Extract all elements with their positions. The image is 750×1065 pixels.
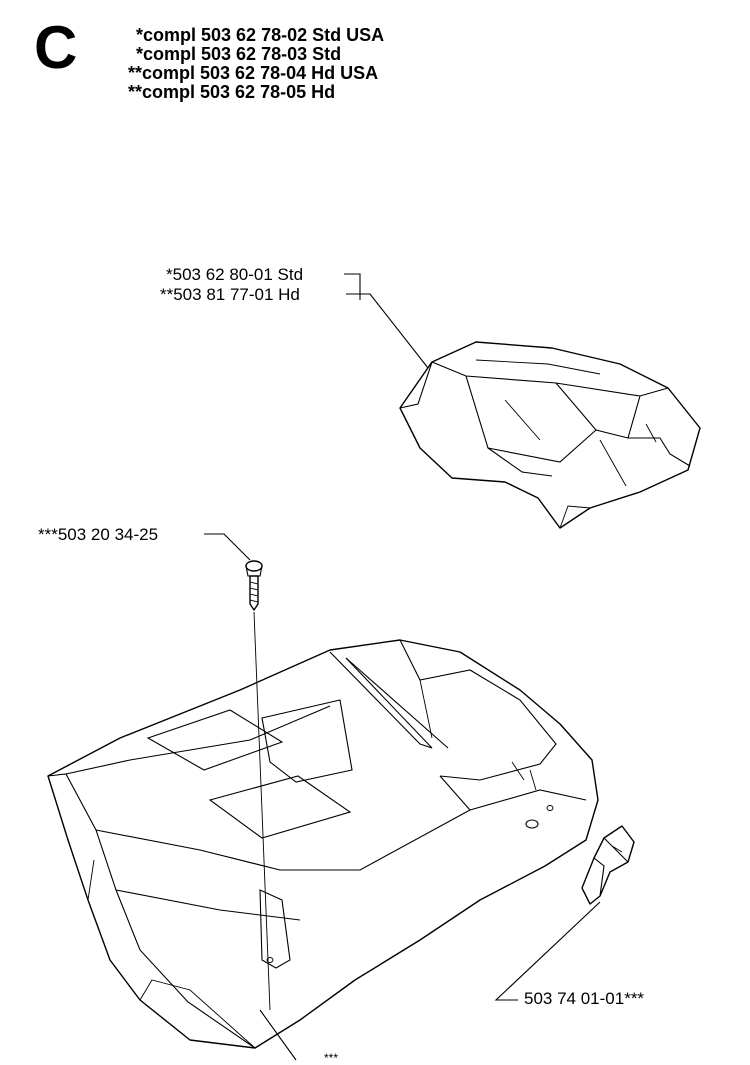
- kit-item: **compl 503 62 78-05 Hd: [128, 82, 336, 102]
- cylinder-cover-illustration: [47, 639, 599, 1049]
- kit-item: **compl 503 62 78-04 Hd USA: [128, 63, 379, 83]
- callout-choke-button: 503 74 01-01***: [524, 989, 645, 1008]
- screw-illustration: [245, 560, 263, 611]
- kit-item: *compl 503 62 78-02 Std USA: [136, 25, 385, 45]
- section-letter: C: [34, 14, 78, 81]
- callout-air-filter-cover-std: *503 62 80-01 Std: [166, 265, 304, 284]
- leader-lines: [204, 273, 601, 1061]
- kit-item: *compl 503 62 78-03 Std: [136, 44, 342, 64]
- choke-button-illustration: [581, 825, 635, 905]
- callout-air-filter-cover-hd: **503 81 77-01 Hd: [160, 285, 300, 304]
- callout-screw: ***503 20 34-25: [38, 525, 159, 544]
- air-filter-cover-illustration: [399, 341, 701, 529]
- callout-cylinder-cover: ***: [324, 1051, 339, 1065]
